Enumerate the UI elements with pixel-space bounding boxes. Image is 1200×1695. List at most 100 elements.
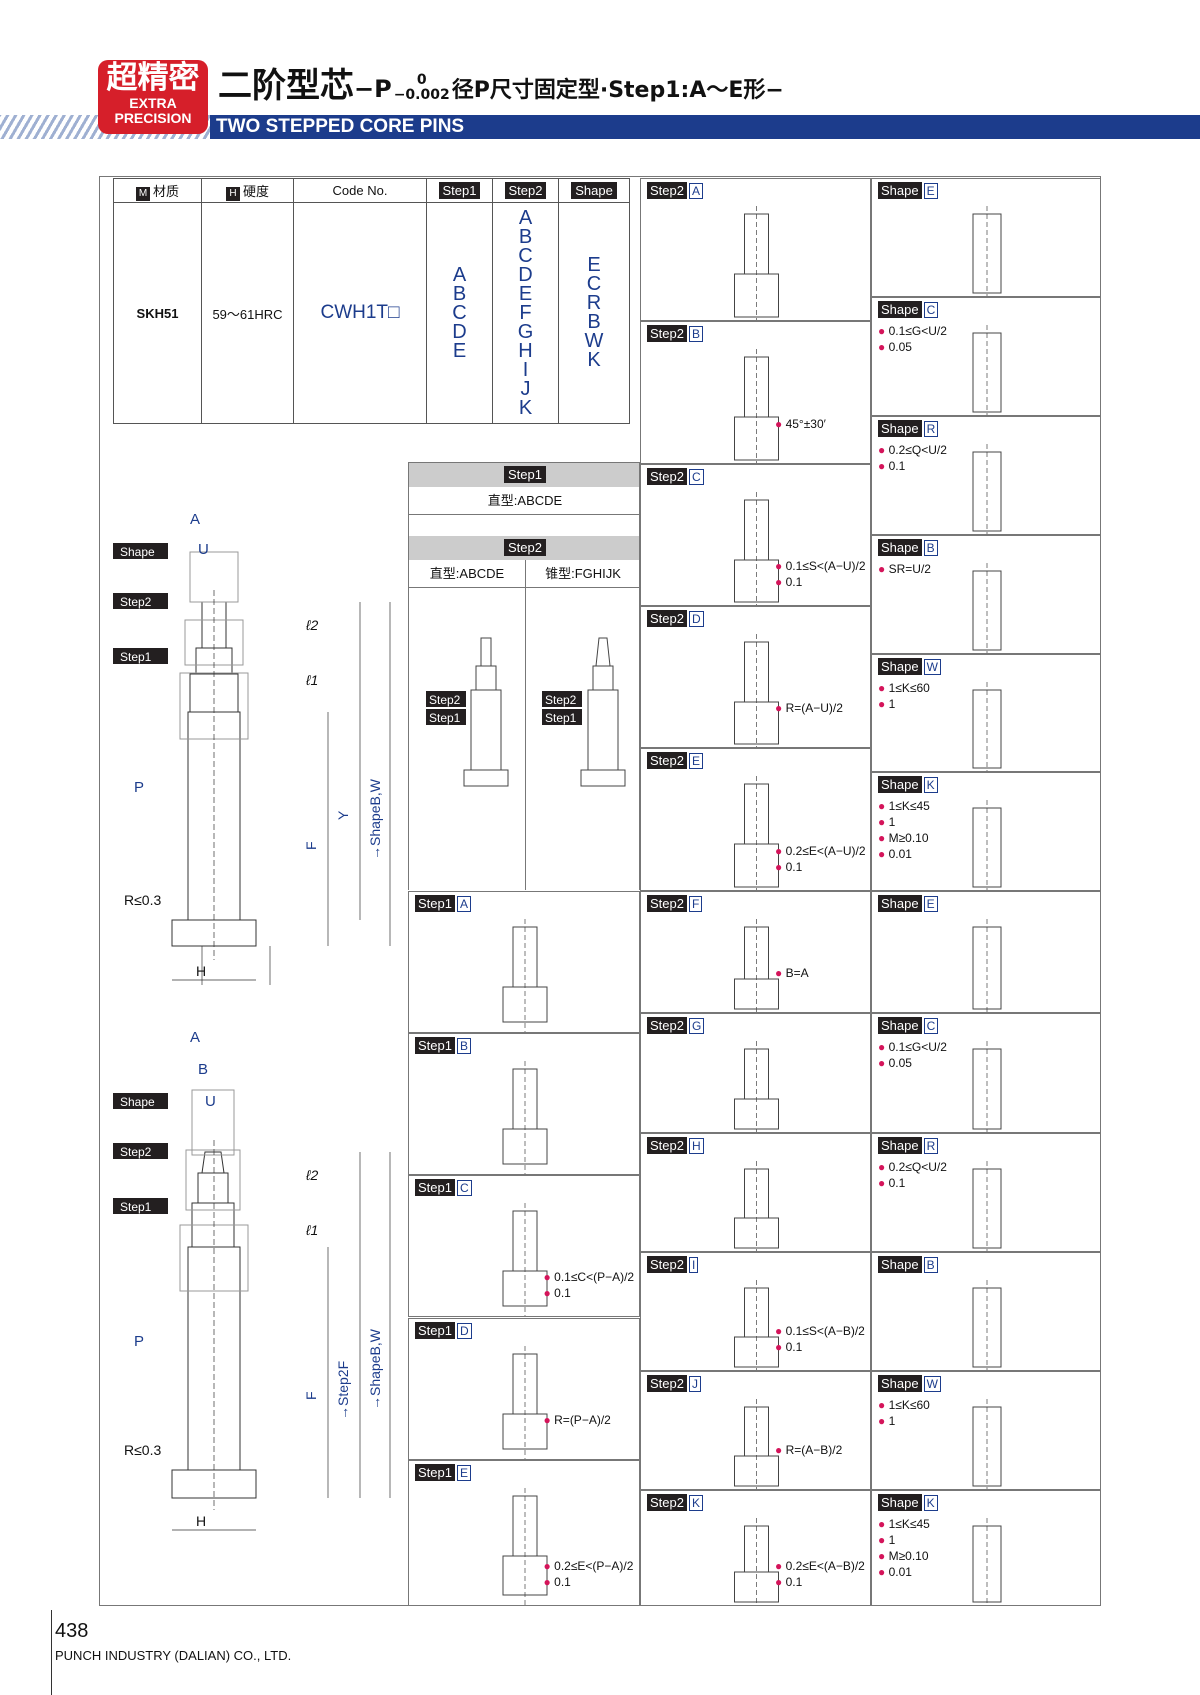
cell-note: 0.05 (888, 340, 912, 354)
cell-note-row: ● 0.01 (878, 1565, 912, 1579)
type-box: Step1 直型:ABCDE Step2 直型:ABCDE 锥型:FGHIJK … (408, 462, 640, 890)
cell-note: 0.2≤E<(A−U)/2 (785, 844, 866, 858)
option-letter: D (518, 263, 533, 286)
option-letter: C (452, 301, 467, 324)
main2-shape-tag: Shape (120, 1095, 155, 1109)
cell-note-row: ● 1 (878, 815, 896, 829)
cell-tag: Shape (878, 539, 922, 556)
cell-letter: J (688, 1376, 701, 1392)
main1-step1-tag: Step1 (120, 650, 152, 664)
typebox-step2-straight: 直型:ABCDE (429, 566, 505, 581)
cell-note-row: ● 0.2≤Q<U/2 (878, 1160, 947, 1174)
cell-note: 45°±30′ (785, 417, 826, 431)
main1-step2-tag: Step2 (120, 595, 152, 609)
cell-tag: Shape (878, 895, 922, 912)
main-pin-drawings: Shape Step2 Step1 A U P R≤0.3 H ℓ2 ℓ1 F … (113, 511, 391, 1531)
cell-tag: Step2 (647, 325, 687, 342)
pin-sketch (972, 1518, 1002, 1605)
cell-letter: K (923, 777, 938, 793)
main2-step2-tag: Step2 (120, 1145, 152, 1159)
cell-note: 0.1 (554, 1286, 571, 1300)
cell-note: 0.2≤Q<U/2 (888, 1160, 947, 1174)
cell-note: M≥0.10 (888, 831, 929, 845)
pin-sketch (972, 919, 1002, 1012)
main1-F: F (303, 841, 319, 850)
cell-letter: A (456, 896, 471, 912)
pin-sketch (502, 1203, 548, 1316)
cell-note: B=A (785, 966, 809, 980)
cell-note-row: ● 0.1 (878, 459, 906, 473)
cell-note: 0.1≤C<(P−A)/2 (554, 1270, 635, 1284)
option-letter: B (587, 311, 601, 333)
pin-sketch (972, 800, 1002, 890)
cell-tag: Step2 (647, 1017, 687, 1034)
option-letter: H (518, 339, 533, 362)
hardness-value: 59～61HRC (201, 202, 294, 424)
title-tol-up: 0 (416, 71, 427, 88)
cell-note: 1≤K≤45 (888, 1517, 930, 1531)
badge-en2: PRECISION (114, 110, 192, 126)
pin-sketch (502, 919, 548, 1032)
main2-P: P (134, 1333, 144, 1350)
cell-note-row: ● 0.1 (774, 860, 803, 874)
pin-sketch (972, 682, 1002, 771)
cell-letter: R (923, 421, 939, 437)
cell-note: 0.05 (888, 1056, 912, 1070)
cell-note-row: ● 1≤K≤45 (878, 799, 930, 813)
cell-note-row: ● 0.1 (774, 575, 803, 589)
cell-note: 0.1≤G<U/2 (888, 1040, 947, 1054)
cell-note: R=(A−U)/2 (785, 701, 843, 715)
shape-header: Shape (558, 178, 630, 203)
cell-letter: R (923, 1138, 939, 1154)
cell-note: R=(A−B)/2 (785, 1443, 843, 1457)
m-icon: M (135, 186, 150, 201)
cell-note-row: ● 0.1≤S<(A−B)/2 (774, 1324, 865, 1338)
cell-tag: Shape (878, 182, 922, 199)
cell-note: 1≤K≤60 (888, 681, 930, 695)
cell-letter: B (688, 326, 703, 342)
typebox-step2-tag-l: Step2 (429, 693, 461, 707)
cell-letter: E (456, 1465, 471, 1481)
main2-step1-tag: Step1 (120, 1200, 152, 1214)
extra-precision-badge: 超精密 EXTRA PRECISION (98, 60, 208, 134)
cell-note: 1≤K≤60 (888, 1398, 930, 1412)
cell-note-row: ● B=A (774, 966, 809, 980)
cell-note: 0.1 (785, 575, 803, 589)
cell-note: M≥0.10 (888, 1549, 929, 1563)
cell-note-row: ● M≥0.10 (878, 831, 929, 845)
cell-tag: Shape (878, 301, 922, 318)
cell-letter: K (688, 1495, 703, 1511)
cell-note-row: ● R=(A−U)/2 (774, 701, 843, 715)
code-header: Code No. (293, 178, 427, 203)
cell-letter: C (688, 469, 704, 485)
option-letter: G (517, 320, 534, 343)
cell-tag: Step2 (647, 752, 687, 769)
pin-sketch (972, 1280, 1002, 1370)
cell-letter: E (923, 183, 938, 199)
main1-P: P (134, 779, 144, 796)
pin-sketch (734, 1161, 779, 1251)
